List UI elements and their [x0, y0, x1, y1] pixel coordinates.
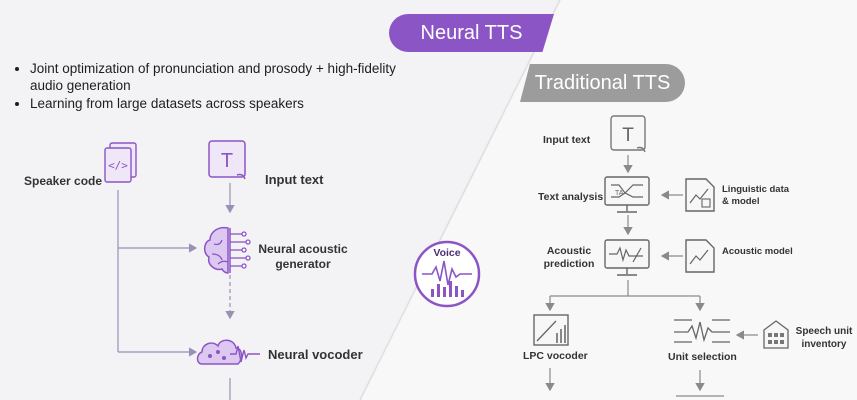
svg-text:TA: TA	[615, 190, 624, 197]
svg-text:T: T	[221, 150, 233, 172]
unit-selection-waveform-icon	[674, 319, 730, 343]
neural-vocoder-icon	[196, 339, 260, 365]
neural-input-text-label: Input text	[265, 172, 324, 187]
speech-unit-inventory-line2: inventory	[801, 339, 847, 350]
acoustic-model-label: Acoustic model	[722, 246, 793, 257]
bullet-item: Learning from large datasets across spea…	[30, 95, 430, 112]
svg-text:T: T	[622, 125, 634, 146]
speech-unit-inventory-label: Speech unit inventory	[793, 325, 855, 351]
acoustic-prediction-line1: Acoustic	[546, 245, 592, 257]
speech-unit-inventory-building-icon	[763, 320, 789, 349]
trad-text-input-icon: T	[610, 115, 646, 153]
unit-selection-label: Unit selection	[668, 351, 737, 363]
neural-acoustic-generator-line1: Neural acoustic	[258, 242, 348, 256]
neural-acoustic-generator-label: Neural acoustic generator	[258, 242, 348, 272]
traditional-tts-banner: Traditional TTS	[520, 64, 685, 102]
acoustic-prediction-label: Acoustic prediction	[538, 245, 600, 271]
code-file-icon: </>	[104, 142, 137, 183]
voice-waveform-icon	[413, 240, 481, 308]
speech-unit-inventory-line1: Speech unit	[795, 326, 853, 337]
text-input-icon: T	[208, 140, 246, 180]
lpc-vocoder-label: LPC vocoder	[523, 350, 588, 362]
acoustic-prediction-monitor-icon	[604, 239, 650, 276]
linguistic-data-line2: & model	[722, 196, 760, 207]
linguistic-data-line1: Linguistic data	[722, 184, 790, 195]
bullet-item: Joint optimization of pronunciation and …	[30, 60, 430, 94]
svg-text:</>: </>	[108, 159, 128, 172]
neural-brain-icon	[203, 226, 251, 274]
linguistic-data-label: Linguistic data & model	[722, 184, 789, 208]
diagonal-divider	[359, 0, 561, 400]
neural-tts-banner: Neural TTS	[389, 14, 554, 52]
linguistic-data-icon	[685, 178, 715, 212]
lpc-vocoder-chart-icon	[533, 314, 569, 346]
neural-acoustic-generator-line2: generator	[275, 257, 331, 271]
neural-vocoder-label: Neural vocoder	[268, 347, 363, 362]
bullet-list: Joint optimization of pronunciation and …	[8, 60, 430, 113]
trad-input-text-label: Input text	[543, 134, 591, 146]
acoustic-prediction-line2: prediction	[543, 258, 595, 270]
text-analysis-label: Text analysis	[538, 191, 604, 203]
acoustic-model-icon	[685, 239, 715, 273]
text-analysis-monitor-icon: TA	[604, 176, 650, 213]
speaker-code-label: Speaker code	[24, 174, 103, 188]
voice-label: Voice	[433, 247, 461, 259]
